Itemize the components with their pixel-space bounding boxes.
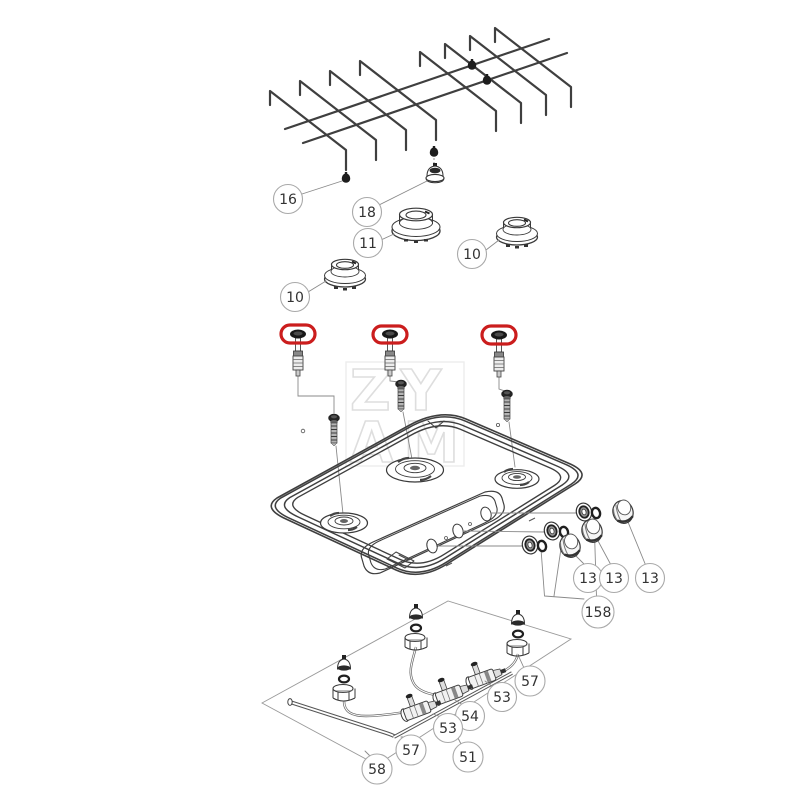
knob-hole [452,523,464,539]
highlight-ring [480,324,518,346]
control-recess [360,490,505,575]
recess-funnel [386,551,415,569]
callout-10-right: 10 [456,238,488,270]
callout-158: 158 [581,595,615,629]
callout-label: 13 [579,571,597,587]
callout-label: 54 [461,709,479,725]
grid-rail [283,37,551,131]
callout-label: 10 [286,290,304,306]
grid-crossbar [268,89,348,172]
callout-13-left: 13 [572,562,604,594]
highlight-ring [279,323,317,345]
grid-crossbar [418,50,498,133]
burner-well-left [319,511,369,534]
callout-label: 10 [463,247,481,263]
burner-crown-small-right [495,216,539,249]
mounting-screw [328,413,340,447]
callout-label: 18 [358,205,376,221]
callout-11: 11 [352,227,384,259]
ignition-electrode [490,330,508,378]
callout-13-middle: 13 [598,562,630,594]
callout-label: 16 [279,192,297,208]
highlight-ring [371,324,409,345]
callout-label: 57 [402,743,420,759]
hob-top-pan [270,414,583,576]
grid-foot [467,59,477,70]
grid-foot-exploded [429,146,439,157]
pipe-end [287,698,293,706]
callout-label: 53 [439,721,457,737]
recess-hole [468,522,472,526]
rim-hole [495,422,500,427]
ignition-electrode [289,329,307,377]
manifold-rail-core [393,672,513,738]
callout-53-lower: 53 [432,712,464,744]
watermark-line1: ZY [350,359,451,424]
control-knob [608,496,638,528]
callout-18: 18 [351,196,383,228]
burner-crown-small-left [323,258,367,291]
grid-rail [301,51,569,145]
callouts: 16 18 11 10 10 13 13 13 [272,183,666,785]
rim-mark [445,517,536,567]
burner-well-middle [385,456,445,483]
supply-pipe-core [289,701,395,737]
pan-support-grid [268,26,573,172]
burner-feed-pipe-core [343,700,407,717]
callout-57-left: 57 [395,734,427,766]
callout-16: 16 [272,183,304,215]
callout-label: 51 [459,750,477,766]
gas-manifold-assembly [261,600,573,766]
callout-label: 158 [585,605,612,621]
reference-plane [261,600,573,766]
control-knob-group [437,496,647,600]
recess-hole [444,536,448,540]
burner-cup-fitting [403,602,429,652]
callout-13-right: 13 [634,562,666,594]
burner-cup-fitting [505,608,531,658]
knob-gasket-ring [535,538,549,554]
callout-58: 58 [361,753,393,785]
callout-51: 51 [452,741,484,773]
callout-label: 58 [368,762,386,778]
burner-cap [425,163,445,184]
pan-corner-notch [427,420,445,429]
callout-label: 11 [359,236,377,252]
mounting-screw [501,389,513,423]
callout-label: 57 [521,674,539,690]
grid-crossbar [443,42,523,125]
callout-57-right: 57 [514,665,546,697]
callout-label: 13 [641,571,659,587]
callout-54: 54 [454,700,486,732]
knob-gasket-ring [589,505,603,521]
callout-53-upper: 53 [486,681,518,713]
grid-crossbar [358,59,438,142]
grid-crossbar [468,34,548,117]
callout-10-left: 10 [279,281,311,313]
grid-crossbar [298,79,378,162]
callout-label: 13 [605,571,623,587]
callout-label: 53 [493,690,511,706]
burner-well-right [494,467,540,489]
burner-crown-rapid [391,207,441,243]
rim-hole [300,428,306,434]
ignition-electrodes [279,323,518,515]
grid-crossbar [493,26,573,109]
grid-foot-exploded [341,172,351,183]
burner-feed-pipe-core [410,646,437,696]
grid-crossbar [328,69,408,152]
knob-hole [426,538,438,554]
